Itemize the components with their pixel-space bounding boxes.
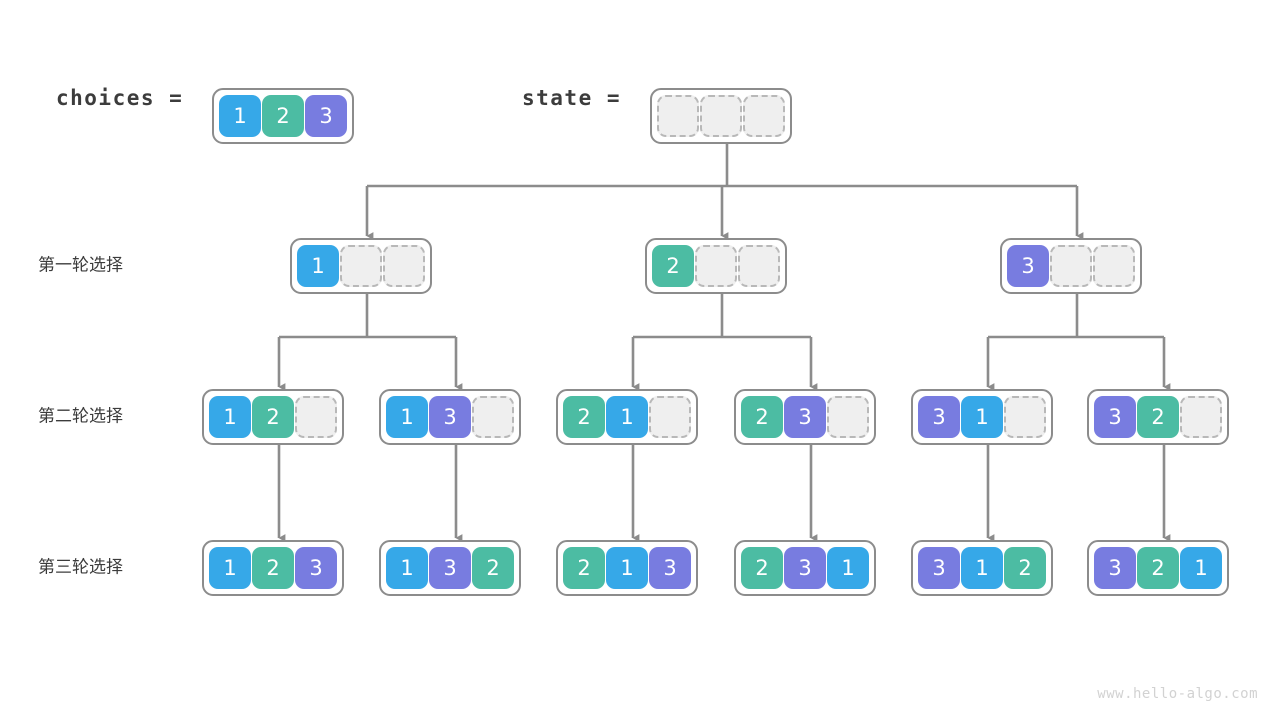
array-cell-1: 1 [606,547,648,589]
array-cell-2: 2 [262,95,304,137]
array-cell-empty [1180,396,1222,438]
array-cell-empty [340,245,382,287]
array-cell-empty [700,95,742,137]
array-cell-2: 2 [563,396,605,438]
array-cell-2: 2 [563,547,605,589]
array-cell-3: 3 [784,547,826,589]
array-cell-3: 3 [1094,547,1136,589]
row-label-round-3: 第三轮选择 [38,557,123,578]
choices-label: choices = [56,86,184,110]
array-cell-1: 1 [961,547,1003,589]
array-cell-3: 3 [918,396,960,438]
array-cell-1: 1 [209,547,251,589]
watermark: www.hello-algo.com [1097,686,1258,702]
array-cell-1: 1 [209,396,251,438]
array-cell-3: 3 [649,547,691,589]
array-cell-3: 3 [1007,245,1049,287]
array-cell-3: 3 [295,547,337,589]
array-cell-empty [472,396,514,438]
array-cell-3: 3 [429,396,471,438]
array-cell-2: 2 [1137,547,1179,589]
array-cell-1: 1 [386,396,428,438]
array-cell-empty [657,95,699,137]
array-cell-2: 2 [741,547,783,589]
array-cell-empty [295,396,337,438]
tree-node-r1-2: 2 [645,238,787,294]
array-cell-1: 1 [297,245,339,287]
array-cell-2: 2 [252,396,294,438]
array-cell-3: 3 [1094,396,1136,438]
array-cell-1: 1 [961,396,1003,438]
array-cell-empty [1004,396,1046,438]
array-cell-3: 3 [305,95,347,137]
array-cell-empty [738,245,780,287]
tree-node-r1-1: 1 [290,238,432,294]
array-cell-3: 3 [784,396,826,438]
array-cell-empty [695,245,737,287]
row-label-round-2: 第二轮选择 [38,406,123,427]
array-cell-2: 2 [1004,547,1046,589]
array-cell-2: 2 [252,547,294,589]
array-cell-empty [743,95,785,137]
array-cell-empty [1093,245,1135,287]
array-cell-1: 1 [219,95,261,137]
tree-node-r1-3: 3 [1000,238,1142,294]
state-label: state = [522,86,622,110]
row-label-round-1: 第一轮选择 [38,255,123,276]
array-cell-empty [1050,245,1092,287]
array-cell-2: 2 [1137,396,1179,438]
array-cell-empty [827,396,869,438]
state-array [650,88,792,144]
array-cell-2: 2 [472,547,514,589]
array-cell-2: 2 [652,245,694,287]
array-cell-1: 1 [386,547,428,589]
array-cell-3: 3 [918,547,960,589]
array-cell-empty [383,245,425,287]
array-cell-2: 2 [741,396,783,438]
array-cell-3: 3 [429,547,471,589]
array-cell-1: 1 [827,547,869,589]
array-cell-empty [649,396,691,438]
array-cell-1: 1 [606,396,648,438]
array-cell-1: 1 [1180,547,1222,589]
